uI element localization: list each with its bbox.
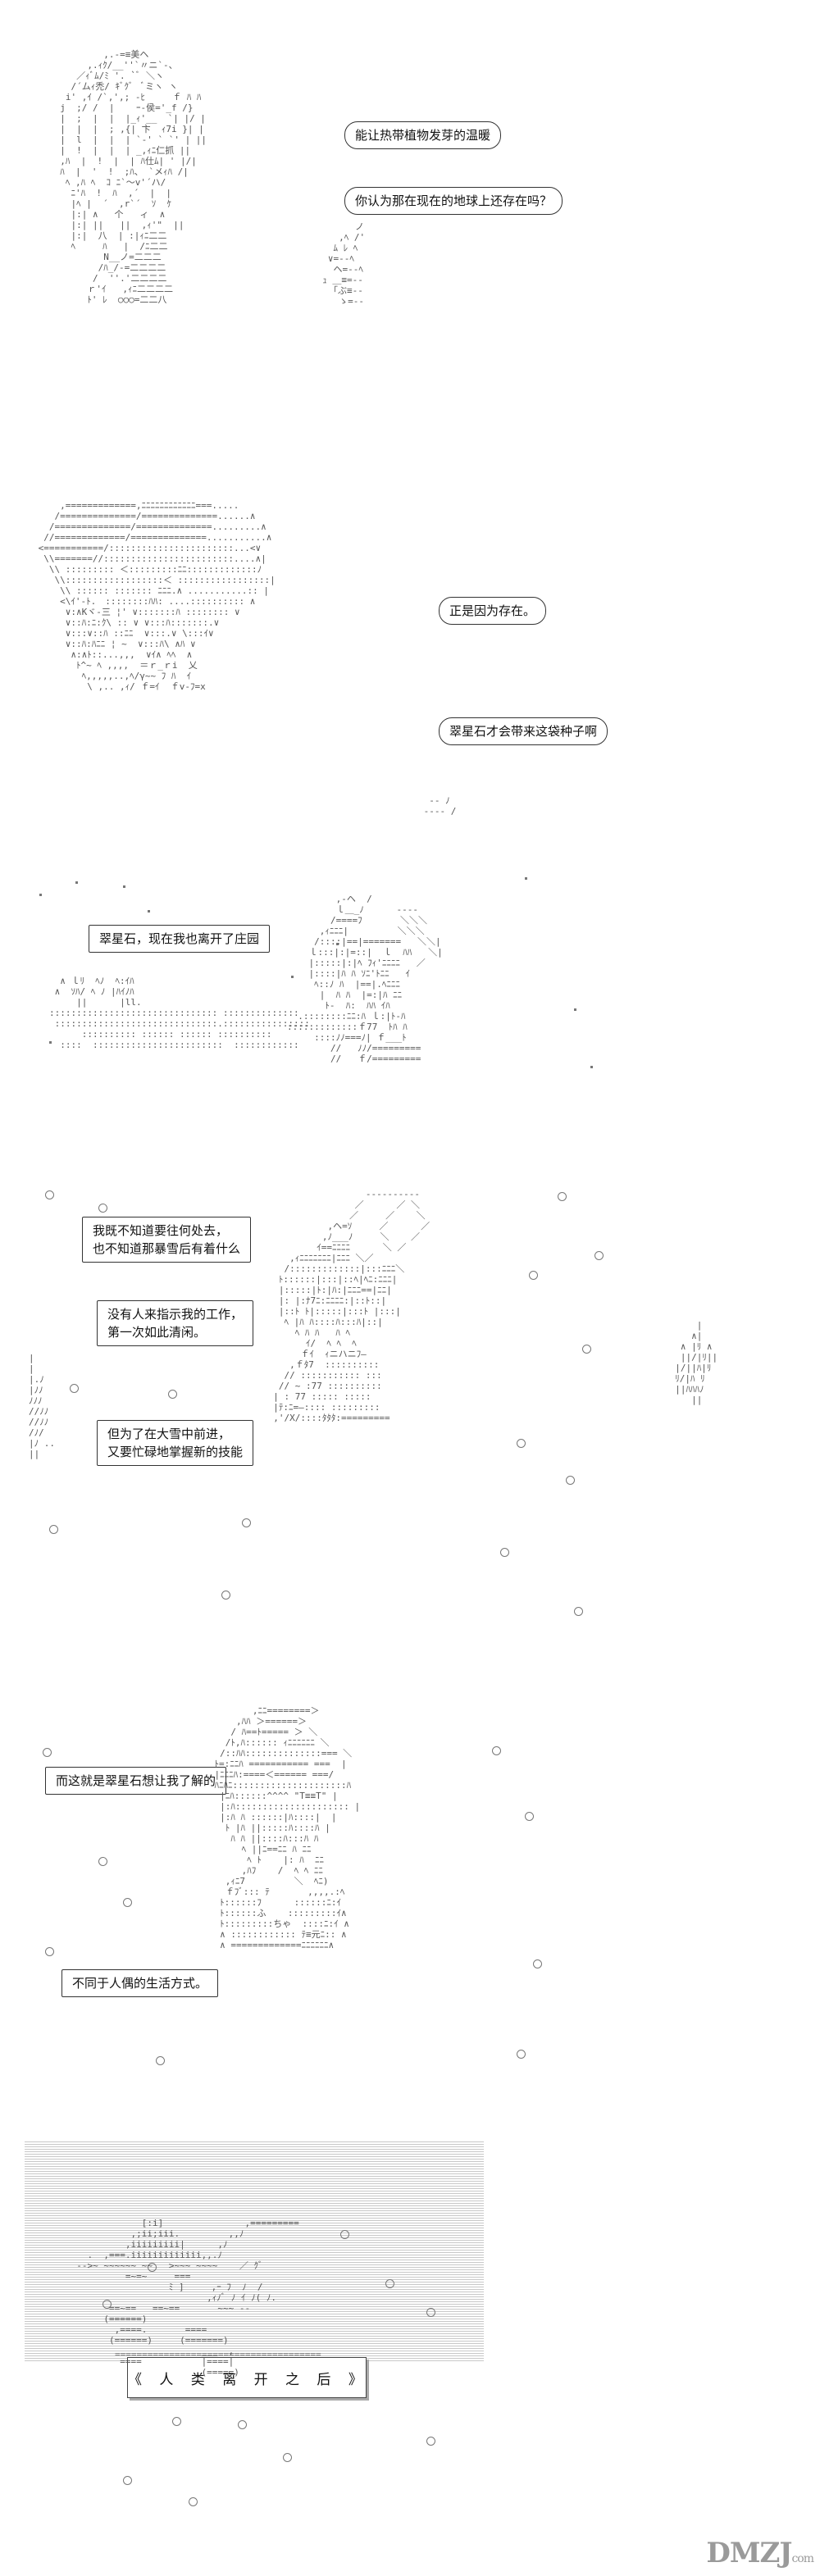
watermark-logo: DMZJcom bbox=[706, 2537, 814, 2569]
snow-circle bbox=[574, 1607, 583, 1616]
speech-bubble-2: 你认为那在现在的地球上还存在吗？ bbox=[344, 187, 563, 215]
panel-1: ,.-=≡美ヘ ,.ｨｸ/__''`〃ニ`‐、 ／ｨﾞﾑ/ﾐ '. `ﾞ ＼ヽ … bbox=[0, 0, 820, 492]
snow-circle bbox=[517, 2050, 526, 2059]
snow-circle bbox=[238, 2420, 247, 2429]
snow-circle bbox=[529, 1271, 538, 1280]
snow-dot bbox=[291, 976, 294, 978]
snow-circle bbox=[98, 1204, 107, 1213]
snow-circle bbox=[168, 1390, 177, 1399]
panel-2: ,=============,ﾆﾆﾆﾆﾆﾆﾆﾆﾆﾆﾆﾆ===..... /===… bbox=[0, 492, 820, 844]
snow-circle bbox=[594, 1251, 604, 1260]
narration-box-5: 而这就是翠星石想让我了解的 bbox=[45, 1767, 227, 1795]
snow-dot bbox=[49, 1041, 52, 1044]
narration-box-1: 翠星石，现在我也离开了庄园 bbox=[89, 925, 271, 953]
aa-character-head-1: ,.-=≡美ヘ ,.ｨｸ/__''`〃ニ`‐、 ／ｨﾞﾑ/ﾐ '. `ﾞ ＼ヽ … bbox=[60, 49, 207, 305]
snow-circle bbox=[525, 1812, 534, 1821]
snow-dot bbox=[590, 1066, 593, 1068]
aa-character-walking-1: ,-ヘ / ｌ＿_ﾉ ---- /====ﾌ ＼＼＼ ,ｨﾆﾆﾆ| ＼＼＼ /:… bbox=[287, 894, 443, 1064]
narration-box-2: 我既不知道要往何处去， 也不知道那暴雪后有着什么 bbox=[82, 1217, 252, 1263]
panel-3: 翠星石，现在我也离开了庄园 ∧ ｌﾘ ﾍﾉ ﾍ:ｲﾊ ∧ ｿﾊ/ ﾍ ﾉ |ﾊｲ… bbox=[0, 844, 820, 1181]
snow-circle bbox=[517, 1439, 526, 1448]
snow-circle bbox=[45, 1947, 54, 1956]
narration-box-3: 没有人来指示我的工作， 第一次如此清闲。 bbox=[97, 1300, 254, 1346]
snow-circle bbox=[45, 1190, 54, 1199]
aa-distant-figures: [:i] ,========= ,;ii;iii. ,,ﾉ ,iiiiiiiii… bbox=[76, 2218, 299, 2378]
snow-circle bbox=[43, 1748, 52, 1757]
snow-circle bbox=[558, 1192, 567, 1201]
snow-dot bbox=[123, 885, 125, 888]
aa-trees-left: ∧ ｌﾘ ﾍﾉ ﾍ:ｲﾊ ∧ ｿﾊ/ ﾍ ﾉ |ﾊｲﾉﾊ || |ll. :::… bbox=[49, 976, 310, 1050]
snow-circle bbox=[70, 1384, 79, 1393]
snow-dot bbox=[574, 1008, 576, 1011]
snow-dot bbox=[336, 943, 339, 945]
snow-dot bbox=[148, 910, 150, 913]
aa-hand-gesture: ノ ,ﾍ /' ﾑ ﾚ ﾍ ∨=--ﾍ ヘ=--ﾍ ｭ ＿≡=-- ｢ぶ≡-- … bbox=[322, 221, 366, 307]
speech-bubble-4: 翠星石才会带来这袋种子啊 bbox=[439, 717, 608, 745]
snow-circle bbox=[221, 1591, 230, 1600]
speech-bubble-1: 能让热带植物发芽的温暖 bbox=[344, 121, 502, 149]
snow-circle bbox=[492, 1746, 501, 1755]
snow-circle bbox=[172, 2417, 181, 2426]
aa-character-hat: ,=============,ﾆﾆﾆﾆﾆﾆﾆﾆﾆﾆﾆﾆ===..... /===… bbox=[38, 500, 276, 692]
narration-box-4: 但为了在大雪中前进， 又要忙碌地掌握新的技能 bbox=[97, 1420, 254, 1466]
aa-small-mark: -- ﾉ ---- / bbox=[423, 795, 457, 817]
chapter-title-plate: 《 人 类 离 开 之 后 》 bbox=[127, 2357, 367, 2398]
aa-frame-chars: ====================================== bbox=[115, 2349, 321, 2360]
snow-dot bbox=[39, 894, 42, 896]
snow-hatch-top bbox=[25, 2140, 484, 2361]
snow-circle bbox=[385, 2279, 394, 2288]
narration-box-6: 不同于人偶的生活方式。 bbox=[61, 1969, 219, 1997]
snow-circle bbox=[156, 2056, 165, 2065]
panel-4: | | |.ﾉ |ﾉﾉ ﾉﾉﾉ //ﾉﾉ //ﾉﾉ /ﾉ/ |ﾉ .. || -… bbox=[0, 1181, 820, 1689]
snow-circle bbox=[533, 1959, 542, 1968]
panel-6: ====================================== 《… bbox=[0, 2132, 820, 2576]
snow-circle bbox=[98, 1857, 107, 1866]
snow-circle bbox=[500, 1548, 509, 1557]
snow-circle bbox=[566, 1476, 575, 1485]
snow-circle bbox=[426, 2437, 435, 2446]
aa-character-walking-2: ---------- ／ ／ ＼ ／ ／ ＼ ,ヘ=ｿ ／ ／ ,ﾉ___ﾉ ＼… bbox=[273, 1189, 430, 1423]
panel-5: 而这就是翠星石想让我了解的 ,ﾆﾆ========＞ ,ﾊﾊ ＞======＞ … bbox=[0, 1689, 820, 2132]
snow-circle bbox=[189, 2497, 198, 2506]
snow-dot bbox=[75, 881, 78, 884]
snow-circle bbox=[340, 2230, 349, 2239]
snow-circle bbox=[582, 1345, 591, 1354]
aa-tree-right: | ∧| ∧ |ﾘ ∧ ||/|ﾘ|| |/||ﾊ|ﾘ ﾘ/|ﾊ ﾘ ||ﾊﾊﾊ… bbox=[675, 1320, 718, 1405]
snow-circle bbox=[123, 1898, 132, 1907]
snow-dot bbox=[525, 877, 527, 880]
speech-bubble-3: 正是因为存在。 bbox=[439, 597, 547, 625]
snow-circle bbox=[283, 2453, 292, 2462]
aa-character-hat-2: ,ﾆﾆ========＞ ,ﾊﾊ ＞======＞ / ﾊ==ﾄ===== ＞ … bbox=[214, 1705, 361, 1950]
aa-trees-left-2: | | |.ﾉ |ﾉﾉ ﾉﾉﾉ //ﾉﾉ //ﾉﾉ /ﾉ/ |ﾉ .. || bbox=[29, 1353, 55, 1459]
chapter-title: 《 人 类 离 开 之 后 》 bbox=[128, 2371, 369, 2388]
snow-circle bbox=[102, 2300, 112, 2309]
snow-circle bbox=[242, 1518, 251, 1527]
snow-circle bbox=[148, 2263, 157, 2272]
snow-circle bbox=[123, 2476, 132, 2485]
snow-circle bbox=[49, 1525, 58, 1534]
snow-circle bbox=[426, 2308, 435, 2317]
